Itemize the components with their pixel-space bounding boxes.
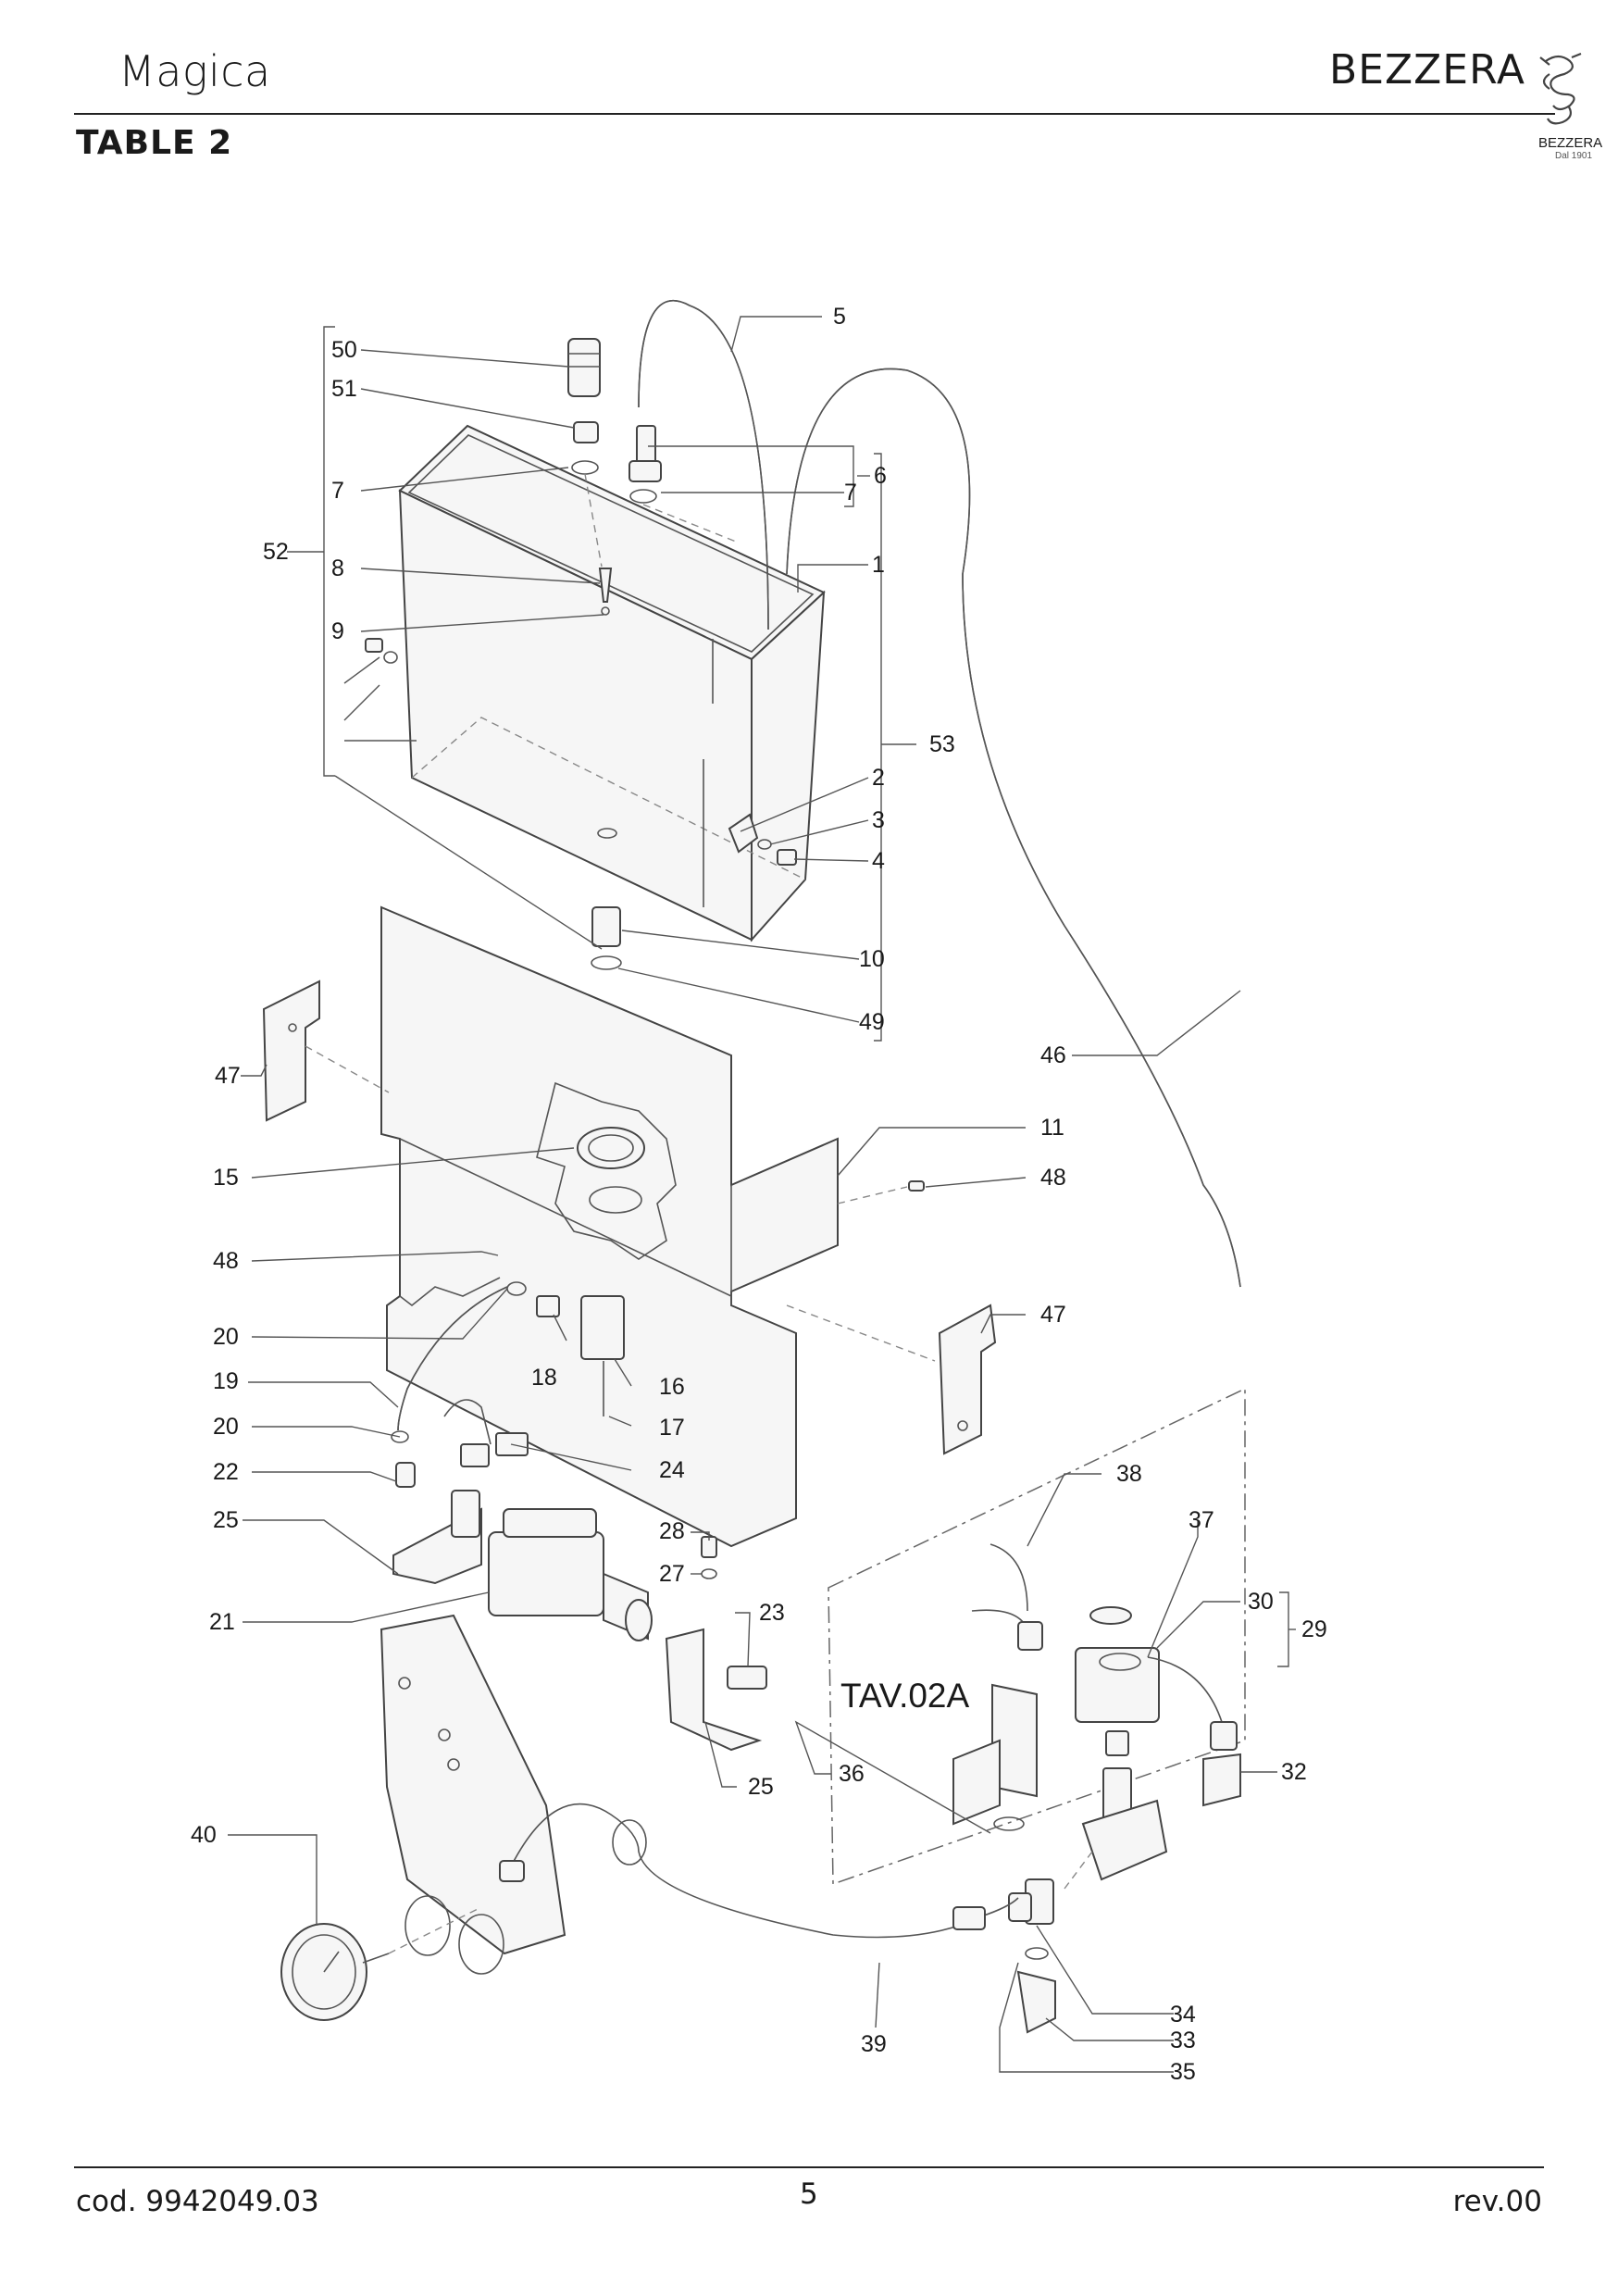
callout-25-right: 25	[748, 1774, 774, 1800]
callout-6: 6	[874, 463, 887, 489]
callout-5: 5	[833, 304, 846, 330]
callout-48-right: 48	[1040, 1165, 1066, 1191]
callout-24: 24	[659, 1457, 685, 1483]
callout-15: 15	[213, 1165, 239, 1191]
machine-frame	[262, 905, 997, 1975]
callout-23: 23	[759, 1600, 785, 1626]
callout-51: 51	[331, 376, 357, 402]
callout-39: 39	[861, 2031, 887, 2057]
callout-19: 19	[213, 1368, 239, 1394]
callout-38: 38	[1116, 1461, 1142, 1487]
callout-48-left: 48	[213, 1248, 239, 1274]
pressure-gauge	[280, 1803, 1019, 2021]
pump-assembly	[391, 1281, 767, 1752]
callout-27: 27	[659, 1561, 685, 1587]
callout-36: 36	[839, 1761, 865, 1787]
callout-3: 3	[872, 807, 885, 833]
water-tank	[398, 424, 826, 942]
callout-labels: 50 51 7 52 8 9 5 6 7 1 53 2 3 4 10 49 47…	[191, 304, 1327, 2085]
bezzera-logo	[1539, 52, 1582, 125]
callout-50: 50	[331, 337, 357, 363]
callout-46: 46	[1040, 1042, 1066, 1068]
callout-49: 49	[859, 1009, 885, 1035]
assembly-code-label: TAV.02A	[840, 1677, 970, 1715]
callout-37: 37	[1189, 1507, 1214, 1533]
brand-name: BEZZERA	[1329, 46, 1525, 94]
revision: rev.00	[1452, 2185, 1542, 2218]
header-rule	[74, 113, 1555, 115]
table-title: TABLE 2	[76, 124, 233, 162]
callout-47-left: 47	[215, 1063, 241, 1089]
tank-fittings	[365, 338, 797, 970]
callout-25-left: 25	[213, 1507, 239, 1533]
logo-wordmark: BEZZERA	[1538, 135, 1603, 151]
document-code: cod. 9942049.03	[76, 2185, 319, 2218]
callout-4: 4	[872, 848, 885, 874]
callout-35: 35	[1170, 2059, 1196, 2085]
callout-47-right: 47	[1040, 1302, 1066, 1328]
callout-21: 21	[209, 1609, 235, 1635]
callout-10: 10	[859, 946, 885, 972]
callout-29: 29	[1301, 1616, 1327, 1642]
callout-53: 53	[929, 731, 955, 757]
callout-20-lower: 20	[213, 1414, 239, 1440]
callout-28: 28	[659, 1518, 685, 1544]
logo-since: Dal 1901	[1555, 151, 1593, 161]
callout-9: 9	[331, 618, 344, 644]
document-title: Magica	[118, 46, 271, 96]
callout-30: 30	[1248, 1589, 1274, 1615]
callout-17: 17	[659, 1415, 685, 1441]
callout-22: 22	[213, 1459, 239, 1485]
callout-33: 33	[1170, 2028, 1196, 2053]
callout-8: 8	[331, 555, 344, 581]
callout-11: 11	[1040, 1115, 1064, 1141]
callout-16: 16	[659, 1374, 685, 1400]
callout-32: 32	[1281, 1759, 1307, 1785]
callout-2: 2	[872, 765, 885, 791]
footer-rule	[74, 2166, 1544, 2168]
callout-40: 40	[191, 1822, 217, 1848]
callout-1: 1	[872, 552, 885, 578]
callout-7-right: 7	[844, 480, 857, 505]
callout-20-upper: 20	[213, 1324, 239, 1350]
callout-7-left: 7	[331, 478, 344, 504]
page-number: 5	[800, 2177, 818, 2211]
leader-lines	[228, 316, 1296, 2073]
callout-52: 52	[263, 539, 289, 565]
callout-34: 34	[1170, 2002, 1196, 2028]
callout-18: 18	[531, 1365, 557, 1391]
solenoid-valve-assembly	[828, 1387, 1246, 2034]
